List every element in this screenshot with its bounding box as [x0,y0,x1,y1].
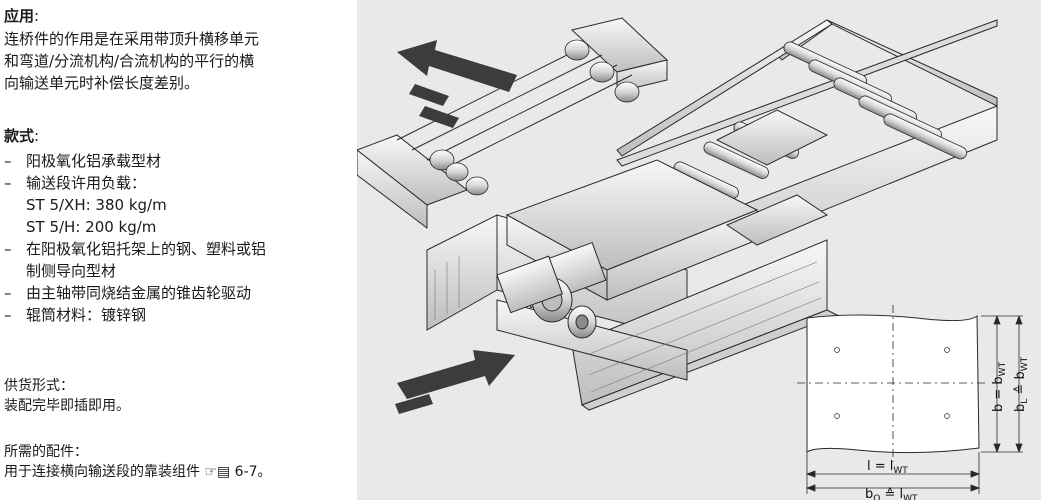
dim-label-bq: bQ ≙ lWT [865,487,918,500]
arrow-bottom [395,350,515,414]
dim-label-bl: bL ≙ bWT [1013,356,1030,412]
application-text: 连桥件的作用是在采用带顶升横移单元 和弯道/分流机构/合流机构的平行的横 向输送… [4,28,354,94]
list-item: –由主轴带同烧结金属的锥齿轮驱动 [4,284,252,302]
list-item: –阳极氧化铝承载型材 [4,152,162,170]
accessories-heading: 所需的配件： [4,444,88,460]
list-item: –在阳极氧化铝托架上的钢、塑料或铝制侧导向型材 [4,240,267,280]
application-section: 应用: 连桥件的作用是在采用带顶升横移单元 和弯道/分流机构/合流机构的平行的横… [4,6,354,94]
application-line-1: 连桥件的作用是在采用带顶升横移单元 [4,30,260,48]
application-line-2: 和弯道/分流机构/合流机构的平行的横 [4,52,255,70]
lift-transfer-unit [505,109,829,309]
profile-grooves [434,256,822,393]
accessories-section: 所需的配件： 用于连接横向输送段的靠装组件 ☞▤ 6-7。 [4,442,272,482]
bridge-rollers [429,39,640,196]
arrow-top [397,40,517,128]
application-heading: 应用: [4,7,40,25]
conveyor-drawing: b = bWT bL ≙ bWT l = lWT bQ ≙ lWT [357,17,1030,500]
bridge-unit [357,17,669,230]
list-item: –辊筒材料：镀锌钢 [4,306,147,324]
dimension-lines [805,314,1023,494]
dim-label-l: l = lWT [867,459,908,476]
dim-label-b: b = bWT [991,361,1008,412]
accessories-text: 用于连接横向输送段的靠装组件 ☞▤ 6-7。 [4,464,272,480]
delivery-heading: 供货形式： [4,378,74,394]
drive-motor [496,255,597,339]
pallet-center-lines [797,305,989,462]
delivery-section: 供货形式： 装配完毕即插即用。 [4,376,130,416]
conveyor-illustration: b = bWT bL ≙ bWT l = lWT bQ ≙ lWT [357,0,1041,500]
styles-section: 款式: –阳极氧化铝承载型材 –输送段许用负载：ST 5/XH: 380 kg/… [4,126,354,326]
pallet-holes [834,347,950,419]
styles-heading: 款式: [4,127,40,145]
application-line-3: 向输送单元时补偿长度差别。 [4,74,200,92]
delivery-text: 装配完毕即插即用。 [4,398,130,414]
